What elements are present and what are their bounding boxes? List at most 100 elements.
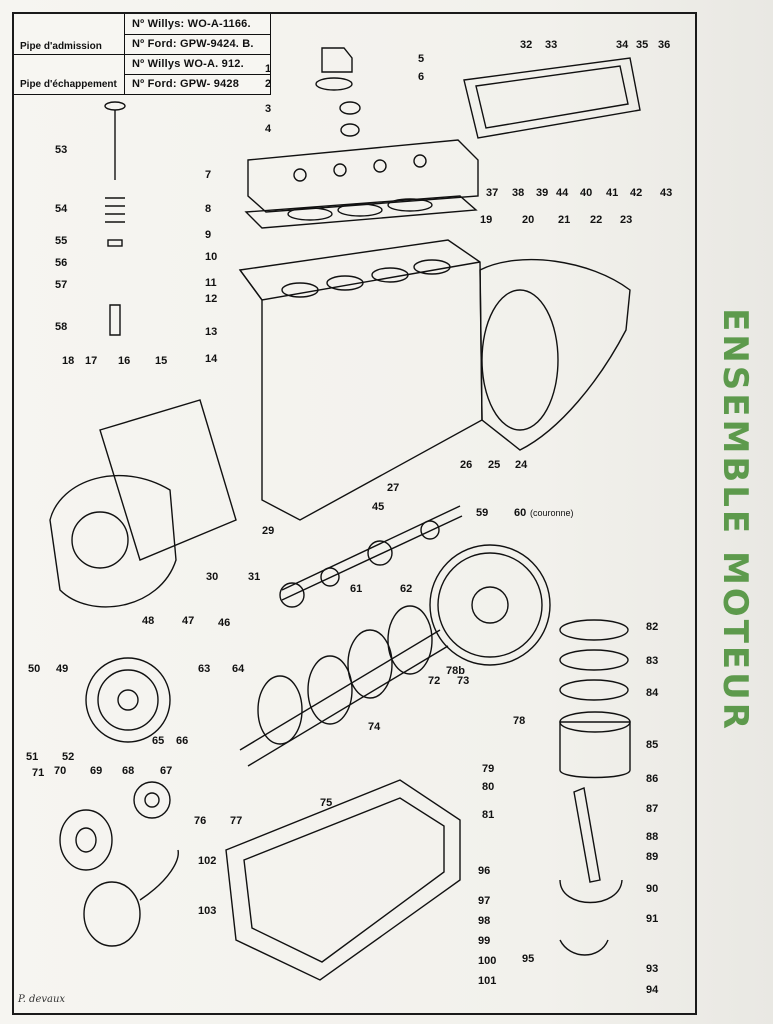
part-number-41: 41 (606, 187, 618, 199)
part-number-48: 48 (142, 615, 154, 627)
part-number-86: 86 (646, 773, 658, 785)
intake-pipe-label: Pipe d'admission (20, 41, 102, 52)
reference-legend: Pipe d'admission Pipe d'échappement Nº W… (14, 14, 271, 95)
part-number-44: 44 (556, 187, 569, 199)
part-number-99: 99 (478, 935, 490, 947)
part-number-76: 76 (194, 815, 206, 827)
timing-gear-cover (49, 474, 177, 608)
part-number-65: 65 (152, 735, 164, 747)
part-number-25: 25 (488, 459, 500, 471)
part-number-81: 81 (482, 809, 494, 821)
part-number-61: 61 (350, 583, 362, 595)
part-number-22: 22 (590, 214, 602, 226)
bellhousing (479, 258, 631, 451)
crank-pulley (59, 809, 113, 871)
part-number-51: 51 (26, 751, 38, 763)
part-number-8: 8 (205, 203, 211, 215)
part-number-4: 4 (265, 123, 272, 135)
part-number-15: 15 (155, 355, 167, 367)
part-number-71: 71 (32, 767, 44, 779)
part-number-59: 59 (476, 507, 488, 519)
part-number-38: 38 (512, 187, 524, 199)
part-number-7: 7 (205, 169, 211, 181)
part-number-56: 56 (55, 257, 67, 269)
part-number-77: 77 (230, 815, 242, 827)
part-number-31: 31 (248, 571, 260, 583)
part-number-66: 66 (176, 735, 188, 747)
part-number-10: 10 (205, 251, 217, 263)
intake-ford-ref: Nº Ford: GPW-9424. B. (132, 38, 254, 50)
part-number-18: 18 (62, 355, 74, 367)
part-number-17: 17 (85, 355, 97, 367)
part-number-3: 3 (265, 103, 271, 115)
part-number-19: 19 (480, 214, 492, 226)
oil-pan (225, 779, 461, 981)
part-number-89: 89 (646, 851, 658, 863)
part-number-42: 42 (630, 187, 642, 199)
part-number-30: 30 (206, 571, 218, 583)
intake-willys-ref: Nº Willys: WO-A-1166. (132, 18, 251, 30)
part-number-100: 100 (478, 955, 496, 967)
part-number-26: 26 (460, 459, 472, 471)
camshaft (281, 505, 461, 591)
part-number-93: 93 (646, 963, 658, 975)
part-number-5: 5 (418, 53, 424, 65)
part-number-21: 21 (558, 214, 570, 226)
part-number-45: 45 (372, 501, 384, 513)
connecting-rod (573, 787, 601, 883)
part-number-1: 1 (265, 63, 271, 75)
part-number-82: 82 (646, 621, 658, 633)
part-number-13: 13 (205, 326, 217, 338)
part-number-52: 52 (62, 751, 74, 763)
part-number-72: 72 (428, 675, 440, 687)
cylinder-head (247, 139, 479, 213)
part-number-29: 29 (262, 525, 274, 537)
head-gasket (244, 195, 478, 229)
part-number-78: 78 (513, 715, 525, 727)
part-number-102: 102 (198, 855, 216, 867)
piston (559, 721, 631, 779)
part-number-94: 94 (646, 984, 659, 996)
part-number-49: 49 (56, 663, 68, 675)
drawing-frame (12, 12, 697, 1015)
part-number-78b: 78b (446, 665, 465, 677)
part-number-80: 80 (482, 781, 494, 793)
part-number-46: 46 (218, 617, 230, 629)
part-number-24: 24 (515, 459, 528, 471)
flywheel (429, 544, 551, 666)
artist-signature: P. devaux (18, 994, 66, 1005)
crankshaft (239, 629, 441, 751)
valve-spring (105, 197, 125, 223)
part-number-39: 39 (536, 187, 548, 199)
part-number-6: 6 (418, 71, 424, 83)
part-number-16: 16 (118, 355, 130, 367)
part-number-63: 63 (198, 663, 210, 675)
part-number-62: 62 (400, 583, 412, 595)
part-number-68: 68 (122, 765, 134, 777)
oil-pump-float (83, 881, 141, 947)
valve-chamber-cover (463, 57, 641, 139)
part-number-70: 70 (54, 765, 66, 777)
part-number-9: 9 (205, 229, 211, 241)
part-number-69: 69 (90, 765, 102, 777)
part-number-23: 23 (620, 214, 632, 226)
piston-ring (559, 619, 629, 641)
exhaust-pipe-label: Pipe d'échappement (20, 79, 117, 90)
timing-gear (85, 657, 171, 743)
part-number-83: 83 (646, 655, 658, 667)
part-number-37: 37 (486, 187, 498, 199)
engine-block (238, 239, 483, 521)
part-number-58: 58 (55, 321, 67, 333)
part-number-27: 27 (387, 482, 399, 494)
part-number-47: 47 (182, 615, 194, 627)
part-number-90: 90 (646, 883, 658, 895)
part-number-103: 103 (198, 905, 216, 917)
part-number-40: 40 (580, 187, 592, 199)
part-number-53: 53 (55, 144, 67, 156)
part-number-96: 96 (478, 865, 490, 877)
part-number-35: 35 (636, 39, 648, 51)
part-number-64: 64 (232, 663, 245, 675)
part-number-88: 88 (646, 831, 658, 843)
